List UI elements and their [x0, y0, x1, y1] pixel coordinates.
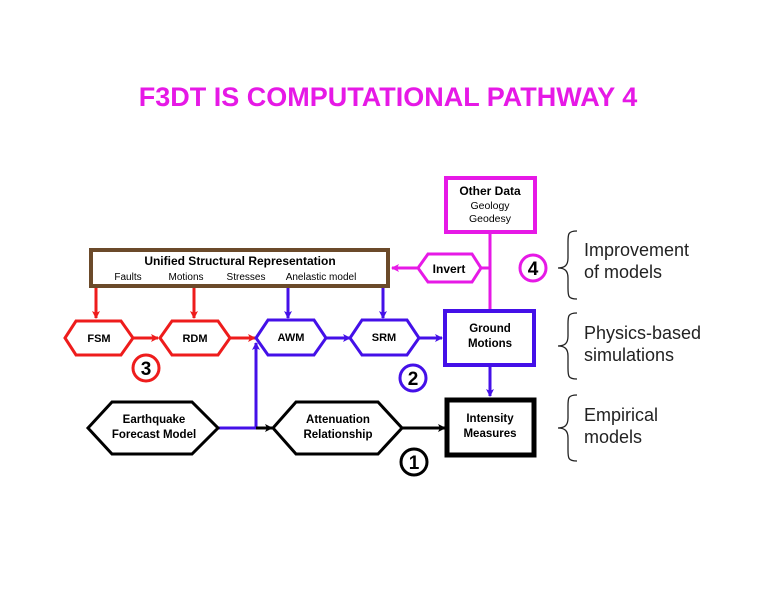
pathway-badge-3: 3: [131, 353, 161, 383]
side-label-line: Empirical: [584, 405, 659, 425]
invert-node: Invert: [416, 252, 483, 284]
other-data-title: Other Data: [459, 184, 521, 198]
arrow-forecast-awm: [218, 342, 260, 430]
fsm-node: FSM: [63, 319, 135, 357]
usr-item: Faults: [114, 272, 141, 283]
side-label-line: Physics-based: [584, 323, 702, 343]
side-label-line: simulations: [584, 345, 675, 365]
attenuation-label: Relationship: [303, 429, 372, 441]
attenuation-node: Attenuation Relationship: [270, 400, 405, 456]
invert-label: Invert: [433, 262, 466, 276]
ground-motions-label: Motions: [468, 338, 512, 350]
ground-motions-box: Ground Motions: [443, 309, 536, 367]
awm-node: AWM: [254, 318, 328, 357]
page-title: F3DT IS COMPUTATIONAL PATHWAY 4: [138, 82, 638, 112]
side-label-improvement: Improvement of models: [584, 239, 689, 283]
attenuation-label: Attenuation: [306, 414, 370, 426]
side-label-line: of models: [584, 262, 663, 282]
srm-label: SRM: [372, 332, 396, 344]
pathway-badge-4: 4: [518, 253, 548, 283]
earthquake-forecast-node: Earthquake Forecast Model: [85, 400, 221, 456]
pathway-badge-2: 2: [398, 363, 428, 393]
rdm-label: RDM: [182, 333, 207, 345]
svg-text:1: 1: [409, 453, 420, 474]
usr-item: Anelastic model: [286, 272, 357, 283]
other-data-line: Geodesy: [469, 213, 512, 225]
other-data-line: Geology: [470, 200, 510, 212]
pathway-badge-1: 1: [399, 447, 429, 477]
brace-icon: [557, 312, 578, 380]
usr-box: Unified Structural Representation Faults…: [89, 248, 390, 288]
awm-label: AWM: [278, 332, 305, 344]
ground-motions-label: Ground: [469, 323, 511, 335]
usr-title: Unified Structural Representation: [144, 254, 335, 268]
side-label-physics: Physics-based simulations: [584, 322, 701, 366]
svg-text:4: 4: [528, 259, 539, 280]
intensity-measures-box: Intensity Measures: [444, 397, 537, 458]
svg-text:3: 3: [141, 359, 152, 380]
brace-icon: [557, 394, 578, 462]
earthquake-forecast-label: Forecast Model: [112, 429, 196, 441]
other-data-box: Other Data Geology Geodesy: [444, 176, 537, 234]
usr-item: Stresses: [227, 272, 266, 283]
earthquake-forecast-label: Earthquake: [123, 414, 186, 426]
intensity-label: Measures: [463, 428, 516, 440]
srm-node: SRM: [348, 318, 421, 357]
svg-text:2: 2: [408, 369, 419, 390]
side-label-line: models: [584, 427, 643, 447]
rdm-node: RDM: [158, 319, 232, 357]
intensity-label: Intensity: [466, 413, 514, 425]
fsm-label: FSM: [87, 333, 110, 345]
usr-item: Motions: [168, 272, 203, 283]
side-label-line: Improvement: [584, 240, 690, 260]
side-label-empirical: Empirical models: [584, 404, 658, 448]
brace-icon: [557, 230, 578, 300]
